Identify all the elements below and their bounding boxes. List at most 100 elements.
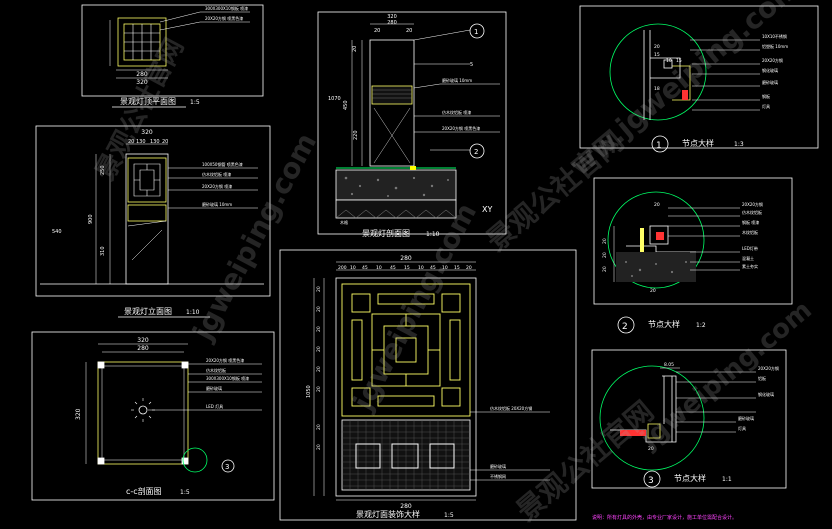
- svg-text:20: 20: [316, 386, 322, 392]
- panel-top-plan: 280 320 300X300X10钢板 喷漆 20X20方钢 喷黑色漆 景观灯…: [81, 4, 264, 108]
- svg-text:45: 45: [390, 265, 396, 271]
- section-scale: 1:10: [426, 231, 440, 238]
- svg-text:280: 280: [137, 345, 149, 352]
- svg-text:5: 5: [470, 62, 473, 68]
- callout-3: [221, 459, 235, 473]
- svg-text:仿木纹铝板 20X20方钢: 仿木纹铝板 20X20方钢: [490, 405, 532, 411]
- svg-text:15: 15: [676, 58, 682, 64]
- node1-title: 节点大样: [682, 138, 714, 148]
- svg-text:20X20方钢: 20X20方钢: [762, 57, 783, 63]
- node2-title: 节点大样: [648, 319, 680, 329]
- svg-text:磨砂玻璃: 磨砂玻璃: [490, 463, 506, 469]
- elev-title: 景观灯立面图: [124, 306, 172, 316]
- svg-text:320: 320: [137, 337, 149, 344]
- svg-text:20: 20: [654, 202, 660, 208]
- svg-text:磨砂玻璃: 磨砂玻璃: [762, 79, 778, 85]
- svg-text:20: 20: [602, 252, 608, 258]
- svg-text:钢板: 钢板: [762, 93, 770, 99]
- svg-text:20: 20: [648, 446, 654, 452]
- plan-scale: 1:5: [190, 99, 200, 106]
- svg-text:磨砂玻璃 10mm: 磨砂玻璃 10mm: [442, 77, 472, 83]
- svg-text:200: 200: [338, 265, 347, 271]
- svg-text:15: 15: [654, 52, 660, 58]
- cc-title: c-c剖面图: [126, 486, 162, 496]
- svg-text:10: 10: [376, 265, 382, 271]
- cc-outer-square: [97, 361, 189, 465]
- svg-text:280: 280: [400, 255, 412, 262]
- svg-text:450: 450: [343, 100, 349, 110]
- svg-text:LED 灯具: LED 灯具: [206, 403, 223, 409]
- svg-text:15: 15: [454, 265, 460, 271]
- svg-text:10: 10: [666, 58, 672, 64]
- svg-text:320: 320: [75, 408, 82, 420]
- svg-text:20: 20: [602, 238, 608, 244]
- panel-frame: [31, 331, 275, 501]
- svg-text:20: 20: [466, 265, 472, 271]
- svg-text:10: 10: [350, 265, 356, 271]
- svg-text:10: 10: [442, 265, 448, 271]
- node3-detail-circle: [599, 365, 705, 471]
- svg-text:铝塑板 10mm: 铝塑板 10mm: [762, 43, 788, 49]
- svg-text:8.05: 8.05: [664, 362, 674, 368]
- svg-text:1070: 1070: [328, 96, 341, 102]
- svg-text:磨砂玻璃: 磨砂玻璃: [206, 385, 222, 391]
- panel-node-2: 20 20 20 20 20 20X20方钢 仿木纹铝板 钢板 喷漆 木纹铝板 …: [593, 177, 793, 334]
- panel-frame: [279, 249, 577, 521]
- svg-text:10: 10: [418, 265, 424, 271]
- svg-text:LED灯带: LED灯带: [742, 245, 758, 251]
- svg-text:仿木纹铝板 喷漆: 仿木纹铝板 喷漆: [202, 171, 231, 177]
- lamp-body: [125, 153, 169, 285]
- svg-text:320: 320: [387, 14, 397, 20]
- panel-frame: [35, 125, 271, 297]
- svg-text:280: 280: [400, 503, 412, 510]
- node2-number-circle: [617, 316, 635, 334]
- svg-text:钢化玻璃: 钢化玻璃: [762, 67, 778, 73]
- callout-2: [469, 143, 485, 159]
- plan-dim-320: 320: [136, 79, 148, 86]
- svg-text:20: 20: [316, 366, 322, 372]
- node3-number-circle: [643, 470, 661, 488]
- node1-number-circle: [651, 135, 669, 153]
- svg-text:310: 310: [100, 246, 106, 256]
- svg-text:1: 1: [656, 141, 662, 151]
- svg-text:3: 3: [648, 476, 654, 486]
- enlarged-title: 景观灯面装饰大样: [356, 509, 420, 519]
- callout-1: [469, 23, 485, 39]
- svg-text:2: 2: [474, 148, 478, 156]
- svg-text:磨砂玻璃: 磨砂玻璃: [738, 415, 754, 421]
- panel-frame: [317, 11, 507, 235]
- svg-text:15: 15: [404, 265, 410, 271]
- svg-text:20: 20: [316, 326, 322, 332]
- svg-text:20: 20: [602, 266, 608, 272]
- svg-text:45: 45: [362, 265, 368, 271]
- svg-text:250: 250: [100, 165, 106, 175]
- svg-text:不锈钢网: 不锈钢网: [490, 473, 506, 479]
- plan-title: 景观灯顶平面图: [120, 96, 176, 106]
- ground-slab: [335, 169, 457, 201]
- svg-text:木纹铝板: 木纹铝板: [742, 229, 758, 235]
- svg-text:素土夯实: 素土夯实: [742, 263, 758, 269]
- svg-text:20X20方钢 喷黑色漆: 20X20方钢 喷黑色漆: [206, 357, 244, 363]
- svg-text:280: 280: [387, 20, 397, 26]
- bottom-note: 说明：所有灯具的外壳，由专业厂家设计，施工单位需配合设计。: [592, 514, 737, 521]
- node3-title: 节点大样: [674, 473, 706, 483]
- svg-text:1: 1: [474, 28, 478, 36]
- panel-section: 1 2 320 280 20 20 20 450 220 1070 5 磨砂玻璃…: [317, 11, 507, 238]
- svg-text:900: 900: [88, 214, 94, 224]
- panel-frame: [579, 5, 819, 149]
- svg-text:20: 20: [162, 139, 168, 145]
- svg-text:20: 20: [316, 424, 322, 430]
- svg-text:540: 540: [52, 229, 62, 235]
- svg-text:灯具: 灯具: [762, 103, 770, 109]
- lamp-top-square: [117, 17, 167, 67]
- svg-text:铝板: 铝板: [758, 375, 766, 381]
- panel-elevation: 320 20 130 130 20 250 900 310 540 100X50…: [35, 125, 271, 318]
- panel-frame: [591, 349, 787, 489]
- svg-text:20X20方钢 喷黑色漆: 20X20方钢 喷黑色漆: [442, 125, 480, 131]
- node1-detail-circle: [609, 23, 707, 121]
- svg-text:130: 130: [136, 139, 146, 145]
- plan-dim-280: 280: [136, 71, 148, 78]
- svg-text:20: 20: [406, 28, 412, 34]
- svg-text:仿木纹铝板: 仿木纹铝板: [742, 209, 762, 215]
- svg-text:20X20方钢 喷漆: 20X20方钢 喷漆: [202, 183, 232, 189]
